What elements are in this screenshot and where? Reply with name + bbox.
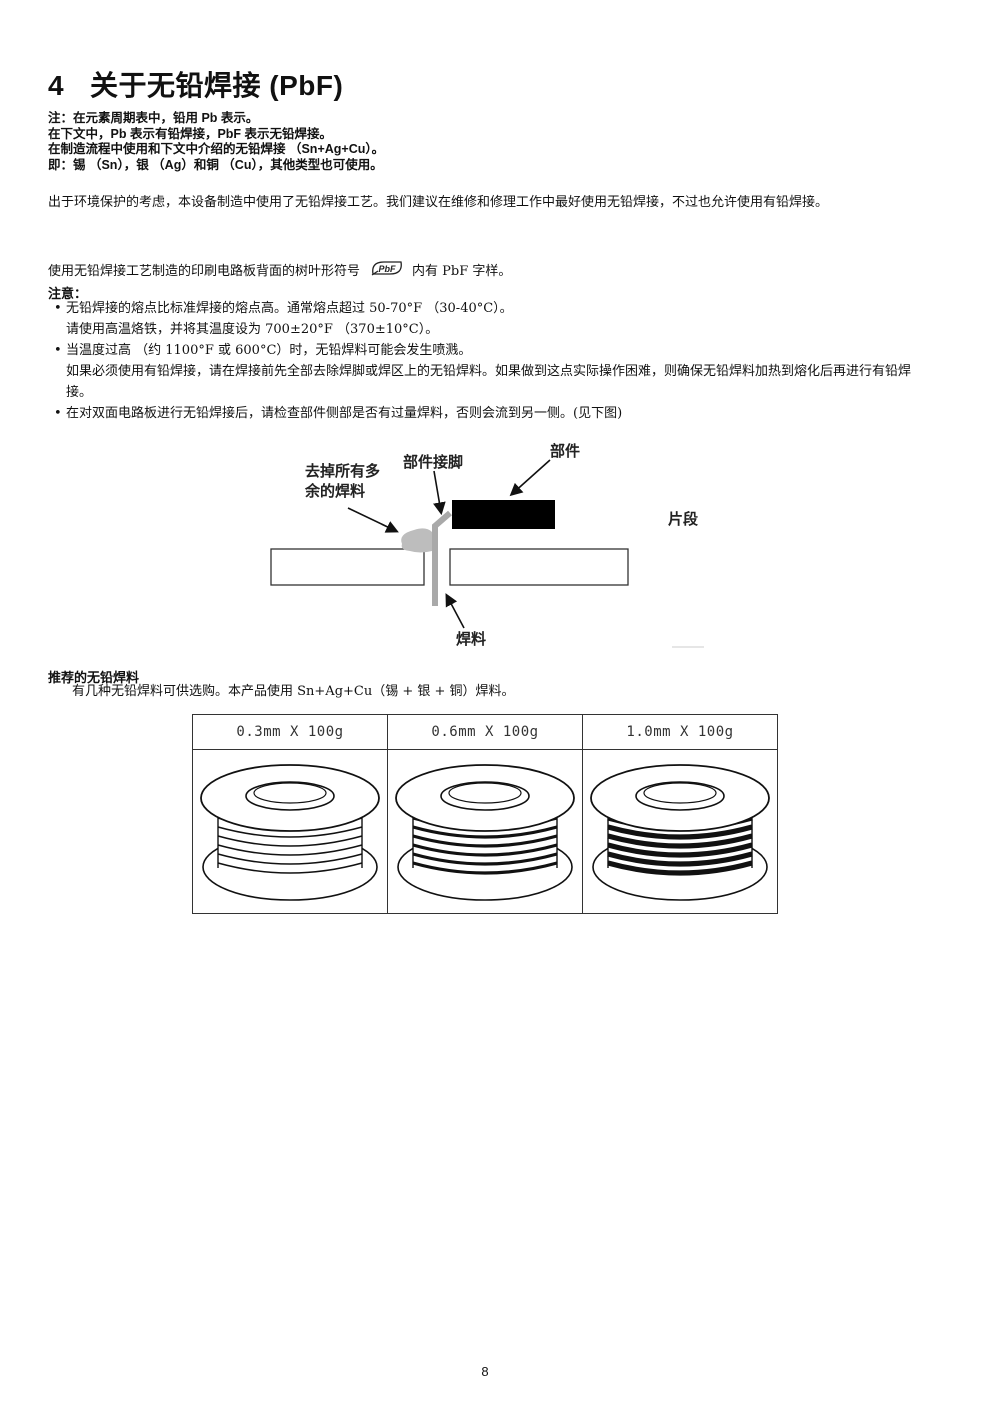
solder-wire-coil [607, 824, 753, 840]
intro-paragraph: 出于环境保护的考虑，本设备制造中使用了无铅焊接工艺。我们建议在维修和修理工作中最… [48, 195, 829, 210]
spool-hole-inner [253, 782, 327, 804]
pcb-right [449, 548, 629, 586]
pcb-left [270, 548, 425, 586]
solder-spool-medium-icon [395, 764, 575, 901]
label-remove-excess-2: 余的焊料 [304, 482, 365, 500]
solder-wire-coil [412, 861, 558, 875]
solder-wire-coil [607, 860, 753, 876]
caution-item-sub: 如果必须使用有铅焊接，请在焊接前先全部去除焊脚或焊区上的无铅焊料。如果做到这点实… [66, 364, 912, 400]
solder-wire-coil [412, 852, 558, 866]
pbf-icon-text: PbF [379, 264, 397, 274]
solder-wire-coil [217, 835, 363, 847]
note-line: 在下文中，Pb 表示有铅焊接，PbF 表示无铅焊接。 [48, 126, 333, 141]
solder-wire-coil [217, 826, 363, 838]
pbf-line-before: 使用无铅焊接工艺制造的印刷电路板背面的树叶形符号 [48, 263, 361, 279]
spool-image-row [192, 749, 778, 914]
bullet-dot: • [54, 301, 62, 316]
pbf-line-after: 内有 PbF 字样。 [412, 263, 512, 279]
note-block: 注：在元素周期表中，铅用 Pb 表示。 在下文中，Pb 表示有铅焊接，PbF 表… [48, 111, 384, 173]
solder-spool-table: 0.3mm X 100g 0.6mm X 100g 1.0mm X 100g [192, 714, 778, 914]
solder-wire-coil [412, 825, 558, 839]
spool-cell [582, 749, 778, 914]
component-block [452, 500, 555, 529]
spool-label-thin: 0.3mm X 100g [192, 714, 388, 750]
component-lead [432, 510, 452, 606]
caution-list: • 无铅焊接的熔点比标准焊接的熔点高。通常熔点超过 50-70°F （30-40… [54, 298, 934, 424]
note-line: 注：在元素周期表中，铅用 Pb 表示。 [48, 111, 259, 125]
caution-item-sub: 请使用高温烙铁，并将其温度设为 700±20°F （370±10°C）。 [66, 322, 439, 337]
label-solder: 焊料 [456, 630, 486, 648]
solder-wire-coil [217, 862, 363, 874]
pbf-mark-line: 使用无铅焊接工艺制造的印刷电路板背面的树叶形符号 PbF 内有 PbF 字样。 [48, 259, 928, 284]
solder-diagram: 去掉所有多 余的焊料 部件接脚 部件 片段 焊料 [270, 442, 704, 648]
section-number: 4 [48, 70, 65, 101]
section-title: 4 关于无铅焊接 (PbF) [48, 64, 343, 104]
solder-spool-thick-icon [590, 764, 770, 901]
spool-label-medium: 0.6mm X 100g [387, 714, 583, 750]
section-title-text: 关于无铅焊接 (PbF) [90, 70, 344, 101]
solder-wire-coil [412, 843, 558, 857]
caution-item: • 当温度过高 （约 1100°F 或 600°C）时，无铅焊料可能会发生喷溅。 [54, 340, 934, 361]
bullet-dot: • [54, 406, 62, 421]
note-line: 即：锡 （Sn），银 （Ag）和铜 （Cu），其他类型也可使用。 [48, 157, 383, 172]
arrow-component [509, 459, 551, 497]
caution-item: • 在对双面电路板进行无铅焊接后，请检查部件侧部是否有过量焊料，否则会流到另一侧… [54, 403, 934, 424]
solder-wire-coil [607, 851, 753, 867]
label-component-lead: 部件接脚 [403, 453, 463, 471]
spool-cell [387, 749, 583, 914]
spool-header-row: 0.3mm X 100g 0.6mm X 100g 1.0mm X 100g [192, 714, 778, 750]
page-number: 8 [481, 1364, 489, 1379]
solder-wire-coil [607, 833, 753, 849]
arrow-solder [445, 593, 465, 629]
label-component: 部件 [550, 442, 580, 460]
arrow-component-lead [433, 470, 446, 516]
spool-hole-inner [643, 782, 717, 804]
solder-wire-coil [217, 844, 363, 856]
caution-item-main: 在对双面电路板进行无铅焊接后，请检查部件侧部是否有过量焊料，否则会流到另一侧。(… [66, 406, 623, 421]
solder-spool-thin-icon [200, 764, 380, 901]
solder-blob [401, 528, 432, 553]
pbf-leaf-icon: PbF [370, 259, 404, 284]
spool-label-thick: 1.0mm X 100g [582, 714, 778, 750]
spool-hole-inner [448, 782, 522, 804]
recommended-heading: 推荐的无铅焊料 [48, 670, 140, 685]
solder-wire-coil [607, 842, 753, 858]
solder-wire-coil [412, 834, 558, 848]
spool-cell [192, 749, 388, 914]
label-remove-excess-1: 去掉所有多 [305, 462, 380, 480]
recommended-text: 有几种无铅焊料可供选购。本产品使用 Sn+Ag+Cu（锡 + 银 + 铜）焊料。 [72, 684, 515, 699]
caution-item: • 无铅焊接的熔点比标准焊接的熔点高。通常熔点超过 50-70°F （30-40… [54, 298, 934, 319]
arrow-remove-excess [347, 507, 399, 533]
solder-wire-coil [217, 853, 363, 865]
caution-item-main: 当温度过高 （约 1100°F 或 600°C）时，无铅焊料可能会发生喷溅。 [66, 343, 472, 358]
bullet-dot: • [54, 343, 62, 358]
caution-heading: 注意： [48, 286, 88, 301]
label-chip: 片段 [668, 510, 698, 528]
caution-item-main: 无铅焊接的熔点比标准焊接的熔点高。通常熔点超过 50-70°F （30-40°C… [66, 301, 513, 316]
note-line: 在制造流程中使用和下文中介绍的无铅焊接 （Sn+Ag+Cu）。 [48, 142, 385, 156]
